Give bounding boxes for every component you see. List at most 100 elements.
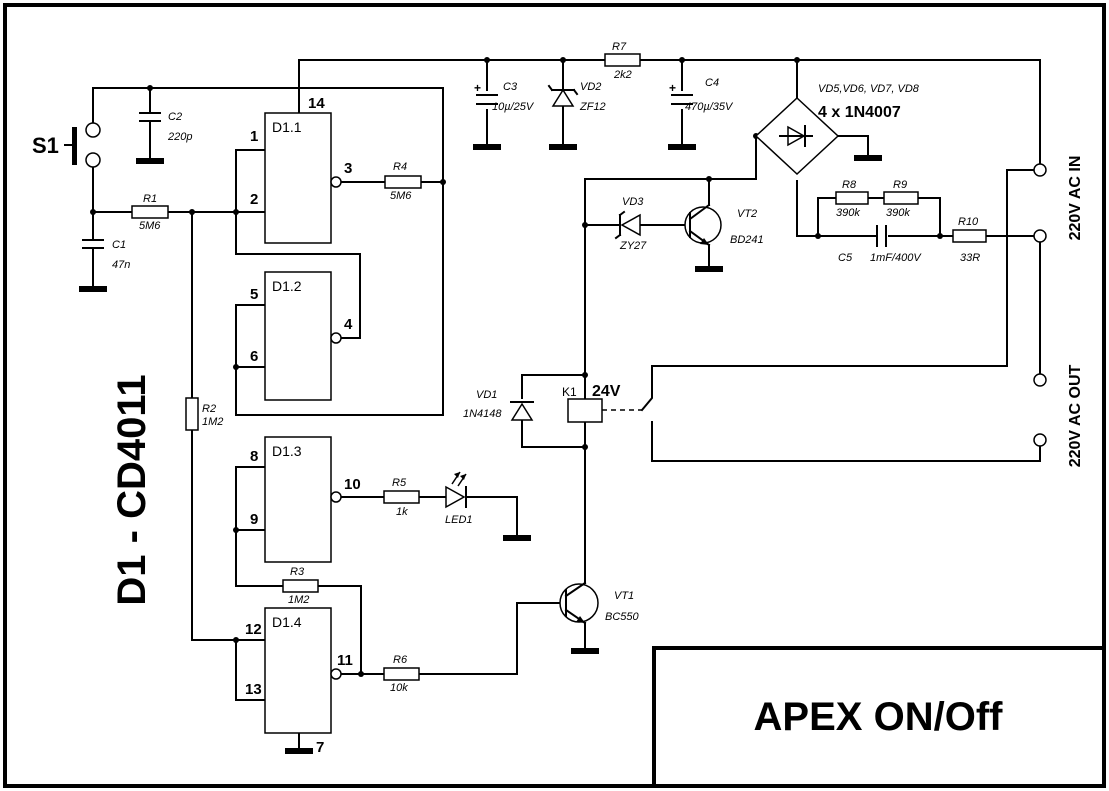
svg-text:R3: R3 [290, 566, 305, 578]
svg-text:9: 9 [250, 511, 258, 528]
svg-text:1M2: 1M2 [288, 594, 309, 606]
svg-text:13: 13 [245, 681, 262, 698]
transistor-vt1: VT1 BC550 [559, 581, 640, 654]
svg-text:K1: K1 [562, 385, 577, 399]
svg-text:11: 11 [337, 652, 353, 669]
svg-text:390k: 390k [886, 207, 910, 219]
capacitor-c3: + C3 10µ/25V [473, 81, 535, 150]
svg-text:1k: 1k [396, 506, 408, 518]
drawing-frame [3, 3, 1106, 788]
diode-vd1: VD1 1N4148 [463, 389, 534, 421]
svg-text:VT1: VT1 [614, 590, 634, 602]
svg-text:8: 8 [250, 448, 258, 465]
svg-text:33R: 33R [960, 252, 980, 264]
svg-text:ZY27: ZY27 [619, 240, 647, 252]
ic-note: D1 - CD4011 [110, 374, 154, 605]
ac-in-label: 220V AC IN [1067, 156, 1084, 241]
svg-text:VD5,VD6, VD7, VD8: VD5,VD6, VD7, VD8 [818, 83, 920, 95]
svg-text:470µ/35V: 470µ/35V [685, 101, 734, 113]
svg-text:2k2: 2k2 [613, 69, 632, 81]
svg-text:5M6: 5M6 [139, 220, 161, 232]
svg-text:BD241: BD241 [730, 234, 764, 246]
resistor-r1: R1 5M6 [131, 193, 169, 232]
svg-text:12: 12 [245, 621, 262, 638]
svg-text:6: 6 [250, 348, 258, 365]
svg-text:R6: R6 [393, 654, 408, 666]
capacitor-c1: C1 47n [79, 239, 130, 292]
svg-text:C4: C4 [705, 77, 719, 89]
svg-text:R8: R8 [842, 179, 857, 191]
gate-d1-4: D1.4 12 13 11 7 [245, 607, 353, 756]
svg-text:7: 7 [316, 739, 324, 756]
resistor-r10: R10 33R [952, 216, 987, 264]
svg-text:2: 2 [250, 191, 258, 208]
gate-d1-1: D1.1 1 2 3 14 [250, 95, 352, 244]
svg-text:R2: R2 [202, 403, 216, 415]
svg-text:BC550: BC550 [605, 611, 640, 623]
svg-text:R5: R5 [392, 477, 407, 489]
svg-text:C2: C2 [168, 111, 182, 123]
svg-text:47n: 47n [112, 259, 130, 271]
resistor-r6: R6 10k [383, 654, 420, 694]
resistor-r9: R9 390k [883, 179, 919, 219]
bridge-rectifier: VD5,VD6, VD7, VD8 4 x 1N4007 [754, 83, 920, 176]
zener-vd3: VD3 ZY27 [614, 196, 647, 252]
switch-s1: S1 [32, 122, 101, 168]
led-led1: LED1 [445, 471, 531, 541]
gate-d1-2: D1.2 5 6 4 [250, 271, 353, 401]
svg-text:1N4148: 1N4148 [463, 408, 502, 420]
ac-terminals: 220V AC IN 220V AC OUT [1033, 156, 1084, 468]
resistor-r7: R7 2k2 [604, 41, 641, 81]
svg-text:+: + [669, 81, 676, 95]
switch-label: S1 [32, 133, 59, 158]
svg-text:R7: R7 [612, 41, 627, 53]
capacitor-c2: C2 220p [136, 111, 192, 164]
svg-text:D1.3: D1.3 [272, 443, 302, 459]
capacitor-c5: C5 1mF/400V [838, 225, 922, 264]
svg-text:D1.1: D1.1 [272, 119, 302, 135]
svg-text:10: 10 [344, 476, 361, 493]
svg-text:D1.4: D1.4 [272, 614, 302, 630]
svg-text:LED1: LED1 [445, 514, 473, 526]
svg-text:D1.2: D1.2 [272, 278, 302, 294]
resistor-r3: R3 1M2 [282, 566, 319, 606]
svg-text:24V: 24V [592, 383, 621, 400]
svg-text:1mF/400V: 1mF/400V [870, 252, 922, 264]
resistor-r8: R8 390k [835, 179, 869, 219]
svg-text:4 x 1N4007: 4 x 1N4007 [818, 104, 901, 121]
svg-text:1M2: 1M2 [202, 416, 223, 428]
relay-k1: K1 24V [562, 379, 653, 441]
capacitor-c4: + C4 470µ/35V [668, 77, 734, 150]
svg-text:R10: R10 [958, 216, 979, 228]
title-block [652, 646, 1106, 788]
svg-text:5M6: 5M6 [390, 190, 412, 202]
gate-d1-3: D1.3 8 9 10 [250, 436, 361, 563]
svg-text:10k: 10k [390, 682, 408, 694]
transistor-vt2: VT2 BD241 [684, 203, 764, 272]
svg-text:R9: R9 [893, 179, 907, 191]
svg-text:10µ/25V: 10µ/25V [492, 101, 535, 113]
wires [92, 59, 1041, 749]
svg-text:14: 14 [308, 95, 325, 112]
zener-vd2: VD2 ZF12 [547, 81, 606, 150]
resistor-r2: R2 1M2 [185, 397, 223, 431]
svg-text:VD3: VD3 [622, 196, 644, 208]
resistor-r5: R5 1k [383, 477, 420, 518]
svg-text:390k: 390k [836, 207, 860, 219]
svg-text:R1: R1 [143, 193, 157, 205]
title: APEX ON/Off [754, 695, 1004, 739]
svg-text:R4: R4 [393, 161, 407, 173]
resistor-r4: R4 5M6 [384, 161, 422, 202]
svg-text:4: 4 [344, 316, 353, 333]
svg-text:VT2: VT2 [737, 208, 757, 220]
ac-out-label: 220V AC OUT [1067, 365, 1084, 468]
svg-text:220p: 220p [167, 131, 192, 143]
svg-text:VD2: VD2 [580, 81, 601, 93]
svg-text:VD1: VD1 [476, 389, 497, 401]
svg-text:C1: C1 [112, 239, 126, 251]
svg-text:+: + [474, 81, 481, 95]
svg-text:3: 3 [344, 160, 352, 177]
svg-text:C3: C3 [503, 81, 518, 93]
svg-text:ZF12: ZF12 [579, 101, 606, 113]
